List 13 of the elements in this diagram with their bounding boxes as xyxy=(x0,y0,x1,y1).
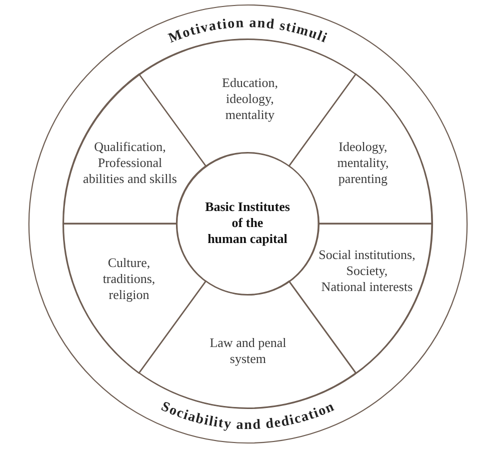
wheel-sector xyxy=(63,74,206,224)
sector-label: Culture, traditions, religion xyxy=(102,255,156,303)
sector-label: Law and penal system xyxy=(210,334,286,367)
outer-ring xyxy=(28,4,466,442)
sector-label: Education, ideology, mentality xyxy=(222,75,278,123)
center-circle xyxy=(176,152,318,294)
sector-label: Social institutions, Society, National interests xyxy=(318,247,416,295)
sector-label: Qualification, Professional abilities and skills xyxy=(83,138,177,187)
wheel-sector xyxy=(63,224,206,373)
wheel-sector xyxy=(289,224,432,373)
wheel-sector xyxy=(289,74,432,224)
center-label: Basic Institutes of the human capital xyxy=(205,199,290,247)
sector-label: Ideology, mentality, parenting xyxy=(337,138,389,187)
